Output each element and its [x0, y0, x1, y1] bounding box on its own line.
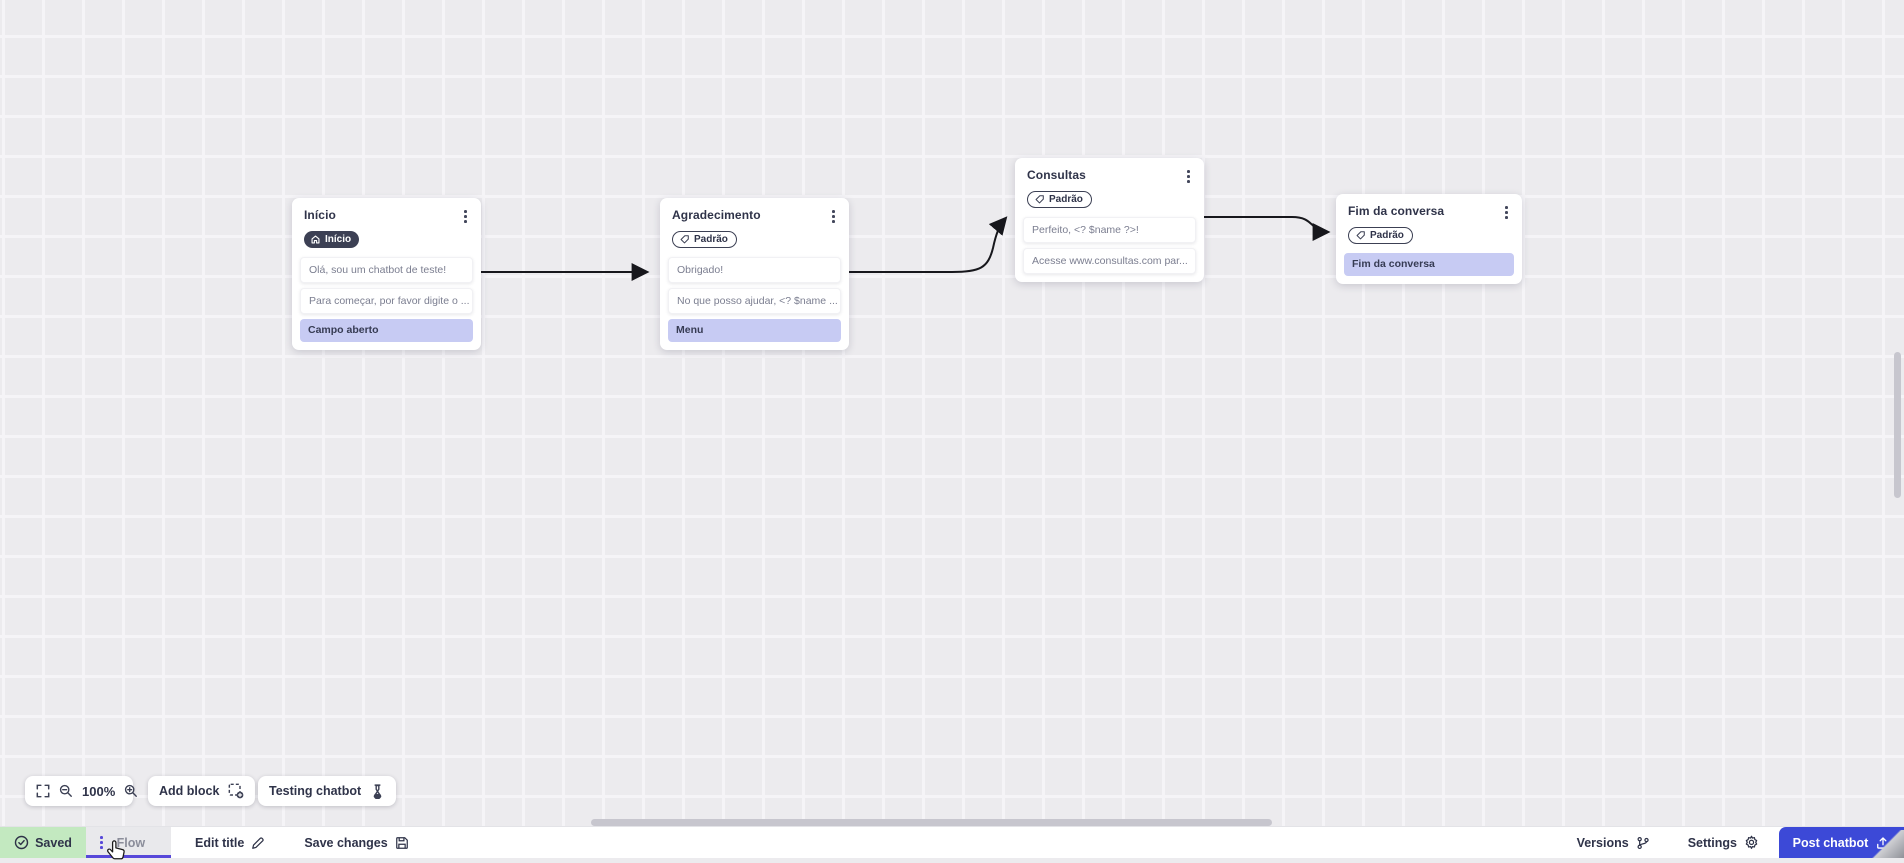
flow-menu-button[interactable]: [96, 834, 107, 851]
question-row[interactable]: Fim da conversa: [1344, 253, 1514, 276]
edit-title-button[interactable]: Edit title: [195, 836, 265, 850]
tag-icon: [1355, 230, 1366, 241]
save-changes-button[interactable]: Save changes: [304, 836, 408, 850]
magnifier-minus-icon: [59, 784, 73, 798]
git-branch-icon: [1636, 836, 1650, 850]
flow-node-fim-da-conversa[interactable]: Fim da conversa Padrão Fim da conversa: [1336, 194, 1522, 284]
flask-icon: [370, 784, 385, 799]
message-row[interactable]: Olá, sou um chatbot de teste!: [300, 257, 473, 283]
pencil-icon: [251, 836, 265, 850]
question-row[interactable]: Campo aberto: [300, 319, 473, 342]
message-row[interactable]: Acesse www.consultas.com par...: [1023, 248, 1196, 274]
zoom-level: 100%: [82, 784, 115, 799]
post-chatbot-label: Post chatbot: [1793, 836, 1869, 850]
check-circle-icon: [14, 835, 29, 850]
versions-button[interactable]: Versions: [1577, 836, 1650, 850]
message-row[interactable]: Obrigado!: [668, 257, 841, 283]
flow-node-consultas[interactable]: Consultas Padrão Perfeito, <? $name ?>! …: [1015, 158, 1204, 282]
edit-title-label: Edit title: [195, 836, 244, 850]
saved-label: Saved: [35, 836, 72, 850]
node-menu-button[interactable]: [460, 208, 471, 225]
fit-screen-button[interactable]: [36, 784, 50, 798]
message-row[interactable]: Para começar, por favor digite o ...: [300, 288, 473, 314]
node-title: Início: [304, 208, 336, 222]
testing-chatbot-label: Testing chatbot: [269, 784, 361, 798]
dashed-square-plus-icon: [228, 783, 244, 799]
vertical-scrollbar[interactable]: [1894, 352, 1901, 498]
default-badge: Padrão: [672, 231, 737, 248]
connector-wires: [0, 0, 1904, 826]
tab-flow[interactable]: Flow: [86, 827, 171, 858]
flow-canvas[interactable]: Início Início Olá, sou um chatbot de tes…: [0, 0, 1904, 826]
flow-node-agradecimento[interactable]: Agradecimento Padrão Obrigado! No que po…: [660, 198, 849, 350]
node-title: Fim da conversa: [1348, 204, 1444, 218]
floppy-icon: [395, 836, 409, 850]
start-badge: Início: [304, 231, 359, 248]
gear-icon: [1744, 835, 1759, 850]
saved-status-badge: Saved: [0, 827, 86, 858]
versions-label: Versions: [1577, 836, 1629, 850]
fit-screen-icon: [36, 784, 50, 798]
settings-label: Settings: [1688, 836, 1737, 850]
question-row[interactable]: Menu: [668, 319, 841, 342]
add-block-label: Add block: [159, 784, 219, 798]
home-icon: [310, 234, 321, 245]
zoom-in-button[interactable]: [124, 784, 138, 798]
default-badge: Padrão: [1348, 227, 1413, 244]
upload-icon: [1876, 836, 1890, 850]
bottom-bar: Saved Flow Edit title Save changes Versi…: [0, 826, 1904, 858]
zoom-out-button[interactable]: [59, 784, 73, 798]
node-menu-button[interactable]: [1501, 204, 1512, 221]
flow-tab-label: Flow: [117, 836, 145, 850]
add-block-button[interactable]: Add block: [148, 776, 255, 806]
magnifier-plus-icon: [124, 784, 138, 798]
tag-icon: [1034, 194, 1045, 205]
zoom-toolbar: 100%: [25, 776, 133, 806]
tag-icon: [679, 234, 690, 245]
message-row[interactable]: No que posso ajudar, <? $name ...: [668, 288, 841, 314]
post-chatbot-button[interactable]: Post chatbot: [1779, 827, 1904, 858]
flow-node-inicio[interactable]: Início Início Olá, sou um chatbot de tes…: [292, 198, 481, 350]
message-row[interactable]: Perfeito, <? $name ?>!: [1023, 217, 1196, 243]
node-menu-button[interactable]: [1183, 168, 1194, 185]
wire-consultas-fim: [1204, 217, 1327, 232]
default-badge: Padrão: [1027, 191, 1092, 208]
testing-chatbot-button[interactable]: Testing chatbot: [258, 776, 396, 806]
horizontal-scrollbar[interactable]: [591, 819, 1272, 826]
settings-button[interactable]: Settings: [1688, 835, 1759, 850]
wire-agradecimento-consultas: [849, 219, 1005, 272]
node-menu-button[interactable]: [828, 208, 839, 225]
node-title: Consultas: [1027, 168, 1086, 182]
node-title: Agradecimento: [672, 208, 761, 222]
save-changes-label: Save changes: [304, 836, 387, 850]
